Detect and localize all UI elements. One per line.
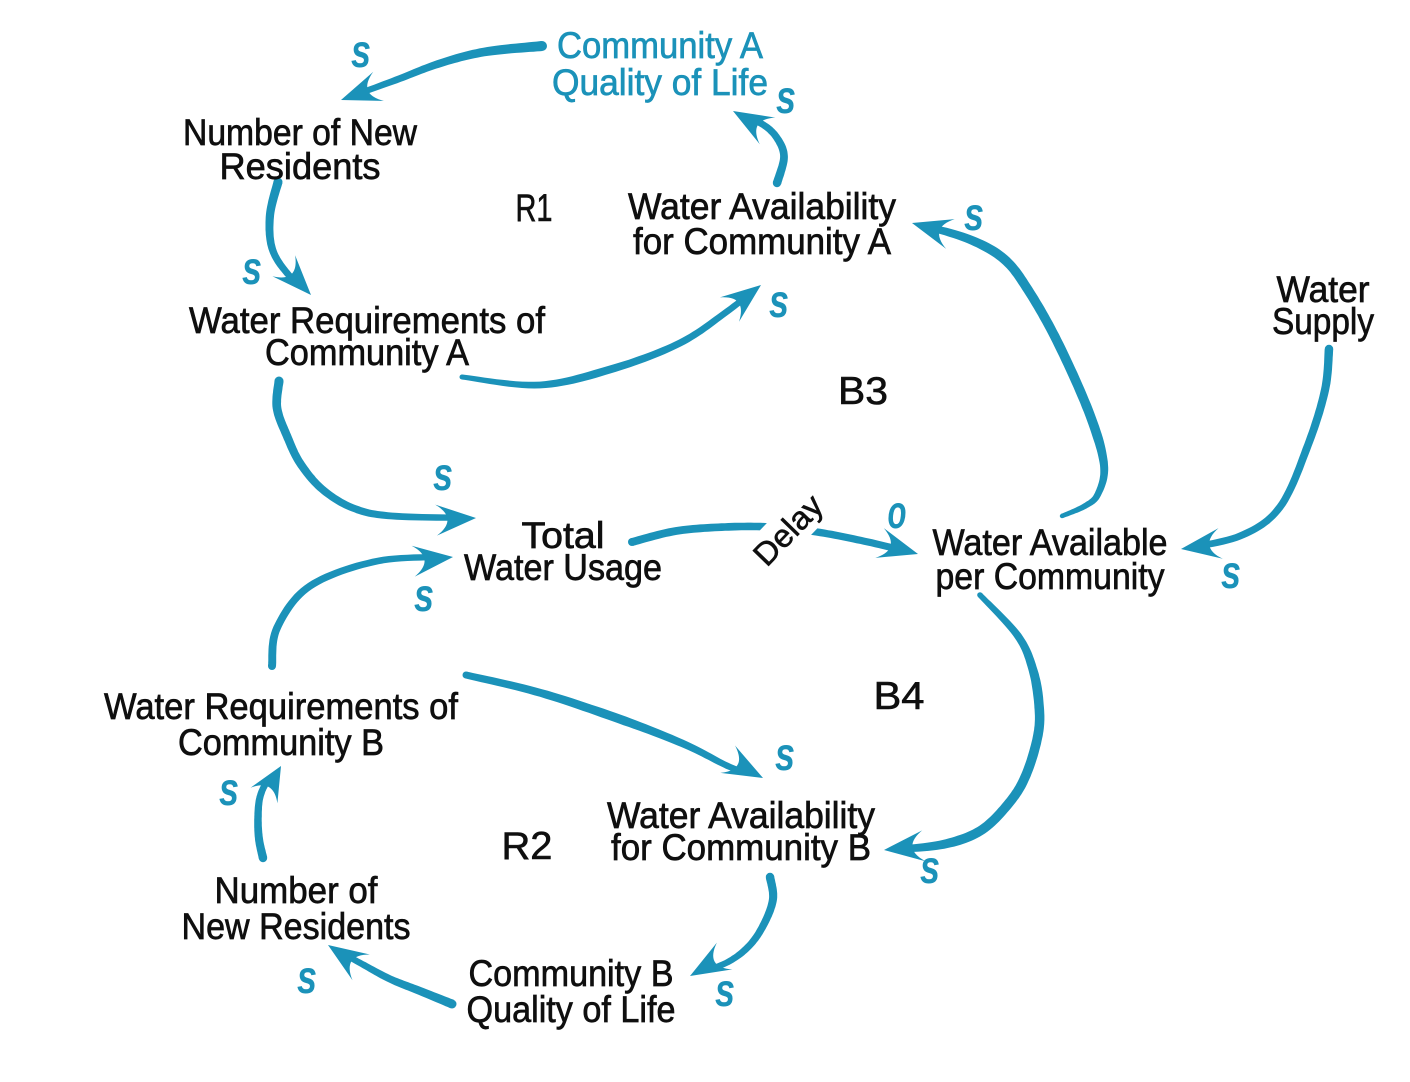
svg-text:Community B: Community B — [178, 723, 384, 764]
svg-text:Quality of Life: Quality of Life — [552, 63, 768, 104]
svg-text:R2: R2 — [502, 825, 553, 868]
svg-text:Total: Total — [522, 516, 605, 557]
svg-text:for Community A: for Community A — [633, 222, 891, 263]
svg-text:Water Availability: Water Availability — [607, 796, 876, 837]
svg-text:s: s — [776, 71, 796, 123]
svg-text:Water Available: Water Available — [933, 523, 1168, 564]
svg-text:s: s — [964, 188, 984, 240]
svg-text:for Community B: for Community B — [611, 828, 871, 869]
svg-text:Water: Water — [1277, 270, 1370, 311]
svg-text:s: s — [219, 763, 239, 815]
svg-text:Number of New: Number of New — [183, 113, 417, 154]
svg-text:per Community: per Community — [936, 557, 1166, 598]
svg-text:B4: B4 — [874, 675, 925, 718]
svg-text:s: s — [775, 728, 795, 780]
svg-text:s: s — [351, 25, 371, 77]
svg-text:Community A: Community A — [557, 26, 763, 67]
svg-text:Water Availability: Water Availability — [628, 187, 897, 228]
svg-text:Water Usage: Water Usage — [464, 548, 662, 589]
svg-text:s: s — [1221, 546, 1241, 598]
svg-text:R1: R1 — [516, 187, 553, 230]
svg-text:o: o — [888, 486, 907, 538]
svg-text:B3: B3 — [838, 370, 888, 413]
svg-text:s: s — [715, 964, 735, 1016]
svg-text:New Residents: New Residents — [182, 907, 411, 948]
svg-text:s: s — [414, 569, 434, 621]
svg-text:Community A: Community A — [265, 333, 469, 374]
svg-text:Community B: Community B — [469, 954, 674, 995]
svg-text:Water Requirements of: Water Requirements of — [189, 301, 545, 342]
svg-text:Water Requirements of: Water Requirements of — [104, 687, 458, 728]
svg-text:s: s — [242, 242, 262, 294]
svg-text:s: s — [297, 951, 317, 1003]
svg-text:Number of: Number of — [215, 871, 378, 912]
svg-text:s: s — [920, 841, 940, 893]
svg-text:Residents: Residents — [220, 147, 381, 188]
svg-text:Quality of Life: Quality of Life — [467, 990, 676, 1031]
svg-text:s: s — [769, 275, 789, 327]
svg-text:Supply: Supply — [1272, 302, 1375, 343]
svg-text:s: s — [433, 448, 453, 500]
